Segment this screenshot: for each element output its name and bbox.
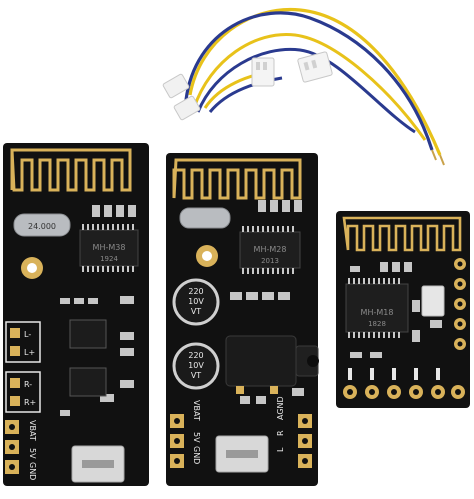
- svg-text:220: 220: [188, 287, 203, 296]
- svg-text:VBAT: VBAT: [192, 400, 201, 421]
- capacitor-bottom: 220 10V VT: [172, 342, 220, 390]
- chip-code: 2013: [261, 257, 279, 265]
- svg-text:220: 220: [188, 351, 203, 360]
- jst-cable: [162, 7, 445, 166]
- svg-text:GND: GND: [192, 446, 201, 464]
- svg-text:VT: VT: [191, 307, 201, 316]
- connector-right: [251, 51, 333, 87]
- board-mh-m38: 24.000 MH-M38 1924 L- L+ R-: [3, 143, 149, 486]
- button: [421, 285, 445, 317]
- svg-text:VT: VT: [191, 371, 201, 380]
- board-mh-m28: MH-M28 2013 220 10V VT 220 10V VT: [166, 153, 319, 486]
- pad-label: R+: [24, 398, 36, 407]
- chip-marking: MH-M38: [93, 243, 126, 252]
- power-pads: VBAT 5V GND: [170, 400, 201, 468]
- chip-marking: MH-M18: [361, 308, 394, 317]
- audio-jack: [225, 335, 319, 394]
- power-label: GND: [28, 462, 37, 480]
- svg-text:AGND: AGND: [276, 396, 285, 420]
- chip-code: 1924: [100, 255, 118, 263]
- pad-label: L-: [24, 330, 31, 339]
- capacitor-top: 220 10V VT: [172, 278, 220, 326]
- svg-text:10V: 10V: [188, 297, 204, 306]
- power-label: VBAT: [28, 420, 37, 441]
- chip-code: 1828: [368, 320, 386, 328]
- speaker-pads: L- L+ R- R+: [5, 321, 41, 413]
- connector-left: [162, 73, 201, 121]
- svg-text:L: L: [276, 447, 285, 452]
- power-pads: VBAT 5V GND: [5, 420, 37, 480]
- power-label: 5V: [28, 448, 37, 459]
- crystal-marking: 24.000: [28, 222, 56, 231]
- pad-label: R-: [24, 380, 32, 389]
- svg-text:5V: 5V: [192, 432, 201, 443]
- board-mh-m18: MH-M18 1828: [336, 211, 470, 408]
- audio-pads: L R AGND: [276, 396, 312, 468]
- chip-marking: MH-M28: [254, 245, 287, 254]
- svg-text:10V: 10V: [188, 361, 204, 370]
- svg-text:R: R: [276, 430, 285, 436]
- pad-label: L+: [24, 348, 35, 357]
